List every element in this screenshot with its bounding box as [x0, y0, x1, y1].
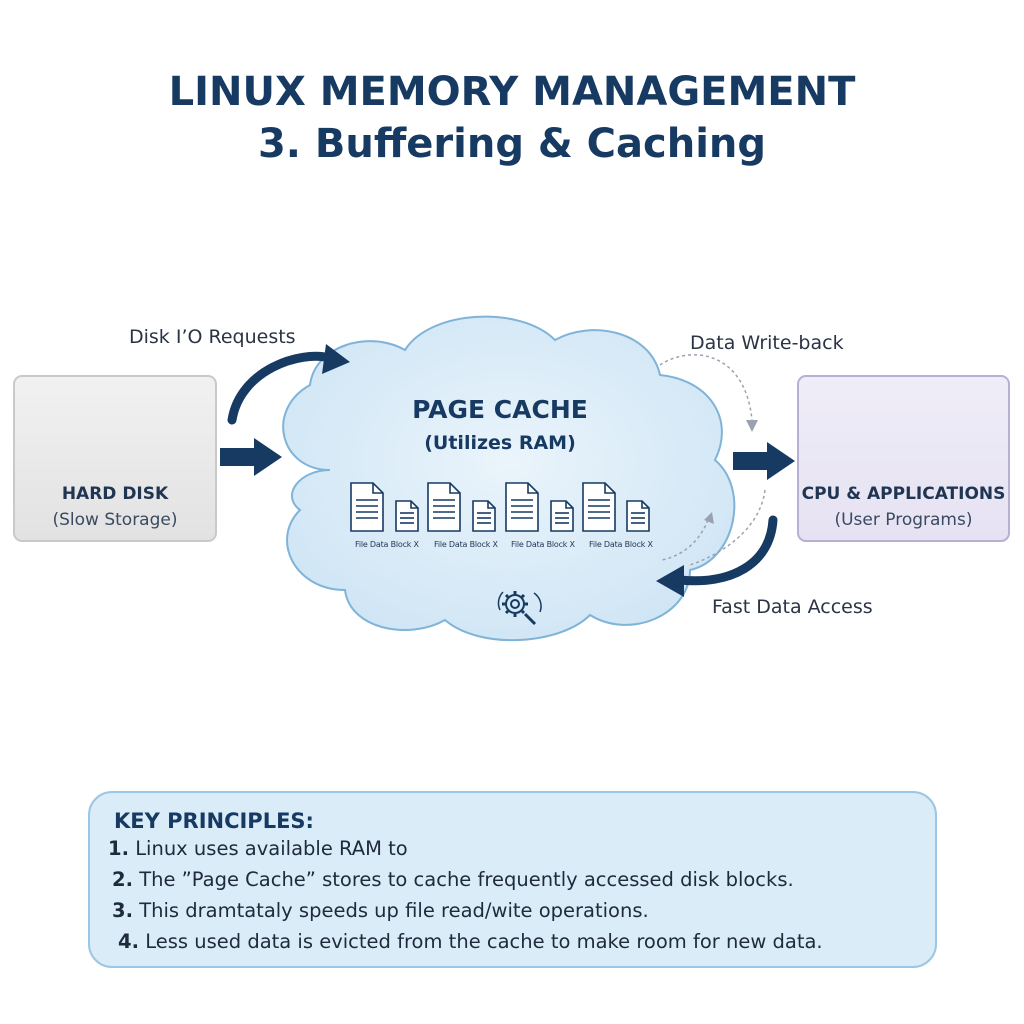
file-icon-small [472, 500, 496, 532]
principle-text: The ”Page Cache” stores to cache frequen… [139, 868, 794, 891]
principle-item: 3. This dramtataly speeds up file read/w… [112, 899, 649, 922]
arrow-cache-to-cpu [733, 442, 795, 480]
cpu-sublabel: (User Programs) [834, 510, 973, 530]
hard-disk-label: HARD DISK [61, 484, 169, 504]
file-blocks [350, 482, 650, 532]
fast-data-access-label: Fast Data Access [712, 596, 873, 618]
page-cache-title: PAGE CACHE [412, 395, 588, 424]
arrow-disk-io-requests [227, 344, 350, 425]
file-icon-large [350, 482, 384, 532]
data-write-back-label: Data Write-back [690, 332, 844, 354]
arrow-fast-data-access [656, 515, 778, 597]
principle-number: 4. [118, 930, 139, 953]
file-icon-small [550, 500, 574, 532]
file-icon-small [626, 500, 650, 532]
file-block-label: File Data Block X [355, 540, 419, 549]
page-cache-cloud [282, 315, 736, 642]
diagram-title: LINUX MEMORY MANAGEMENT 3. Buffering & C… [0, 66, 1024, 170]
file-block-label: File Data Block X [589, 540, 653, 549]
principle-text: Less used data is evicted from the cache… [145, 930, 823, 953]
page-cache-subtitle: (Utilizes RAM) [424, 432, 576, 454]
key-principles-heading: KEY PRINCIPLES: [114, 809, 314, 833]
principle-number: 1. [108, 837, 129, 860]
principle-number: 3. [112, 899, 133, 922]
title-line-1: LINUX MEMORY MANAGEMENT [168, 69, 856, 115]
file-icon-large [582, 482, 616, 532]
file-icon-small [395, 500, 419, 532]
principle-number: 2. [112, 868, 133, 891]
key-principles-panel: KEY PRINCIPLES: 1. Linux uses available … [88, 791, 937, 968]
file-icon-large [427, 482, 461, 532]
cpu-label: CPU & APPLICATIONS [801, 484, 1006, 504]
gear-magnifier-icon [497, 591, 542, 626]
arrow-disk-to-cache [220, 438, 282, 476]
file-icon-large [505, 482, 539, 532]
arrow-data-write-back [659, 354, 758, 432]
principle-item: 1. Linux uses available RAM to [108, 837, 408, 860]
principle-item: 4. Less used data is evicted from the ca… [118, 930, 823, 953]
title-line-2: 3. Buffering & Caching [257, 121, 767, 167]
arrow-dotted-return [661, 489, 766, 566]
cpu-applications-box: CPU & APPLICATIONS (User Programs) [797, 375, 1010, 542]
principle-text: Linux uses available RAM to [135, 837, 408, 860]
hard-disk-box: HARD DISK (Slow Storage) [13, 375, 217, 542]
file-block-label: File Data Block X [434, 540, 498, 549]
principle-item: 2. The ”Page Cache” stores to cache freq… [112, 868, 794, 891]
principle-text: This dramtataly speeds up file read/wite… [139, 899, 649, 922]
disk-io-requests-label: Disk I’O Requests [129, 326, 296, 348]
hard-disk-sublabel: (Slow Storage) [52, 510, 178, 530]
file-block-label: File Data Block X [511, 540, 575, 549]
